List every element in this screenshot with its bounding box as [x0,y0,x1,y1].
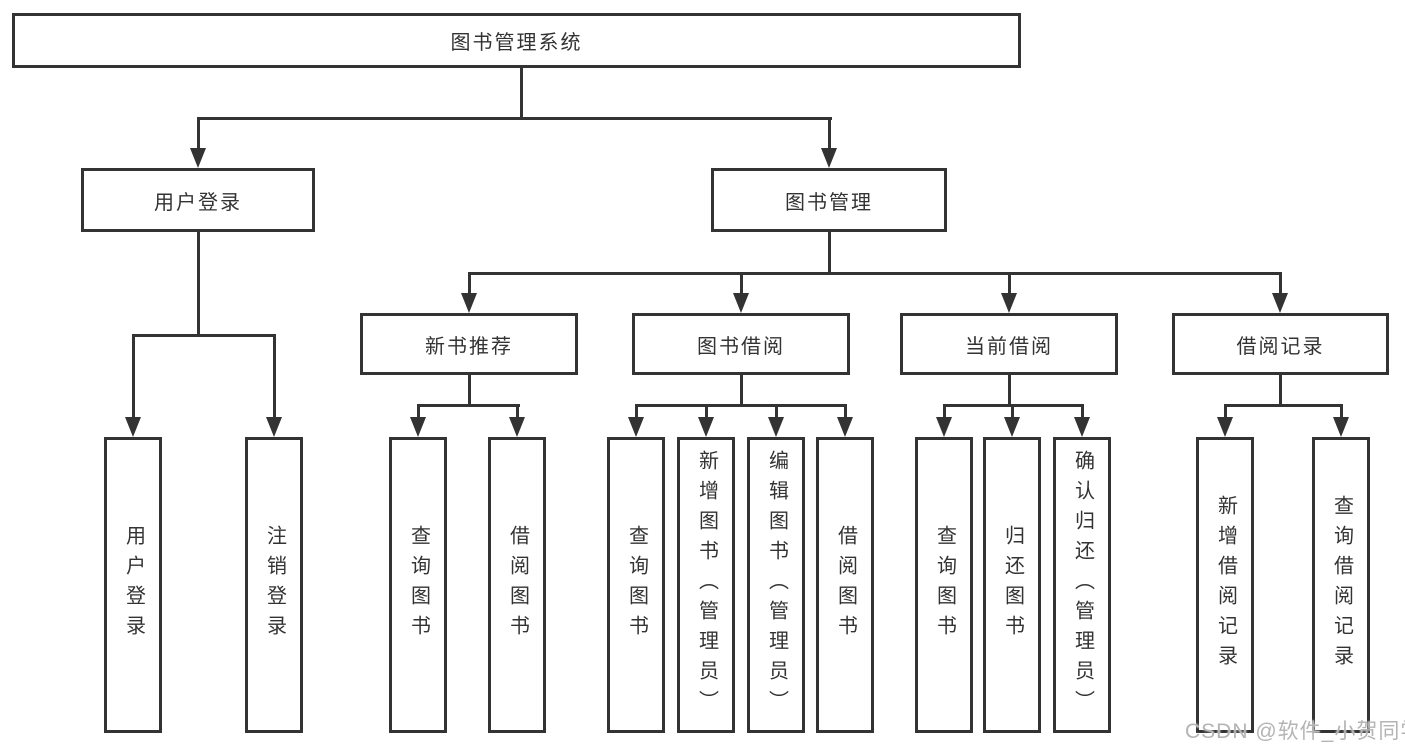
node-label: 查询图书 [625,525,648,645]
node-root-library-system: 图书管理系统 [12,13,1021,68]
arrowhead-icon [1001,293,1017,313]
arrowhead-icon [1004,417,1020,437]
arrowhead-icon [698,417,714,437]
arrowhead-icon [628,417,644,437]
connector-line [1224,404,1343,407]
node-current-borrowing: 当前借阅 [900,313,1118,375]
node-book-management: 图书管理 [711,168,947,232]
leaf-query-borrow-record: 查询借阅记录 [1312,437,1370,733]
connector-line [635,404,847,407]
node-label: 查询借阅记录 [1330,495,1353,675]
connector-line [468,272,471,295]
connector-line [197,117,832,120]
node-label: 借阅图书 [834,525,857,645]
node-label: 当前借阅 [965,335,1053,358]
node-label: 编辑图书（管理员） [765,450,788,720]
connector-line [1008,272,1011,295]
node-label: 新增借阅记录 [1214,495,1237,675]
node-new-book-recommend: 新书推荐 [360,313,578,375]
connector-line [740,375,743,404]
node-label: 图书管理系统 [450,32,583,54]
arrowhead-icon [266,417,282,437]
arrowhead-icon [768,417,784,437]
connector-line [705,404,708,419]
node-label: 图书管理 [785,191,873,214]
connector-line [943,404,946,419]
connector-line [468,272,1282,275]
leaf-borrowing-query-books: 查询图书 [607,437,665,733]
connector-line [740,272,743,295]
node-book-borrowing: 图书借阅 [632,313,850,375]
connector-line [132,334,135,419]
leaf-edit-books-admin: 编辑图书（管理员） [747,437,805,733]
leaf-add-books-admin: 新增图书（管理员） [677,437,735,733]
node-label: 查询图书 [407,525,430,645]
connector-line [844,404,847,419]
connector-line [1279,375,1282,404]
connector-line [197,232,200,334]
connector-line [520,68,523,117]
connector-line [828,232,831,272]
leaf-add-borrow-record: 新增借阅记录 [1196,437,1254,733]
arrowhead-icon [936,417,952,437]
arrowhead-icon [837,417,853,437]
arrowhead-icon [1333,417,1349,437]
watermark: CSDN @软件_小贺同学 [1185,720,1405,743]
node-borrowing-records: 借阅记录 [1172,313,1389,375]
arrowhead-icon [410,417,426,437]
connector-line [1279,272,1282,295]
node-label: 图书借阅 [697,335,785,358]
connector-line [468,375,471,404]
connector-line [775,404,778,419]
arrowhead-icon [1074,417,1090,437]
connector-line [516,404,519,419]
node-label: 用户登录 [154,191,242,214]
node-label: 注销登录 [263,525,286,645]
arrowhead-icon [461,293,477,313]
leaf-current-query-books: 查询图书 [915,437,973,733]
leaf-logout: 注销登录 [245,437,303,733]
leaf-return-books: 归还图书 [983,437,1041,733]
node-user-login: 用户登录 [81,168,315,232]
connector-line [417,404,420,419]
leaf-user-login: 用户登录 [104,437,162,733]
connector-line [635,404,638,419]
node-label: 查询图书 [933,525,956,645]
connector-line [417,404,520,407]
connector-line [1008,375,1011,404]
connector-line [1340,404,1343,419]
node-label: 新增图书（管理员） [695,450,718,720]
connector-line [132,334,276,337]
arrowhead-icon [509,417,525,437]
arrowhead-icon [821,148,837,168]
node-label: 借阅记录 [1236,335,1325,358]
connector-line [1081,404,1084,419]
arrowhead-icon [733,293,749,313]
connector-line [1224,404,1227,419]
connector-line [273,334,276,419]
arrowhead-icon [1217,417,1233,437]
node-label: 归还图书 [1001,525,1024,645]
arrowhead-icon [190,148,206,168]
leaf-borrowing-borrow-books: 借阅图书 [816,437,874,733]
connector-line [197,117,200,150]
leaf-recommend-query-books: 查询图书 [389,437,447,733]
leaf-confirm-return-admin: 确认归还（管理员） [1053,437,1111,733]
arrowhead-icon [1272,293,1288,313]
arrowhead-icon [125,417,141,437]
node-label: 确认归还（管理员） [1071,450,1094,720]
connector-line [828,117,831,150]
node-label: 新书推荐 [425,335,513,358]
node-label: 借阅图书 [506,525,529,645]
connector-line [1011,404,1014,419]
node-label: 用户登录 [122,525,145,645]
leaf-recommend-borrow-books: 借阅图书 [488,437,546,733]
